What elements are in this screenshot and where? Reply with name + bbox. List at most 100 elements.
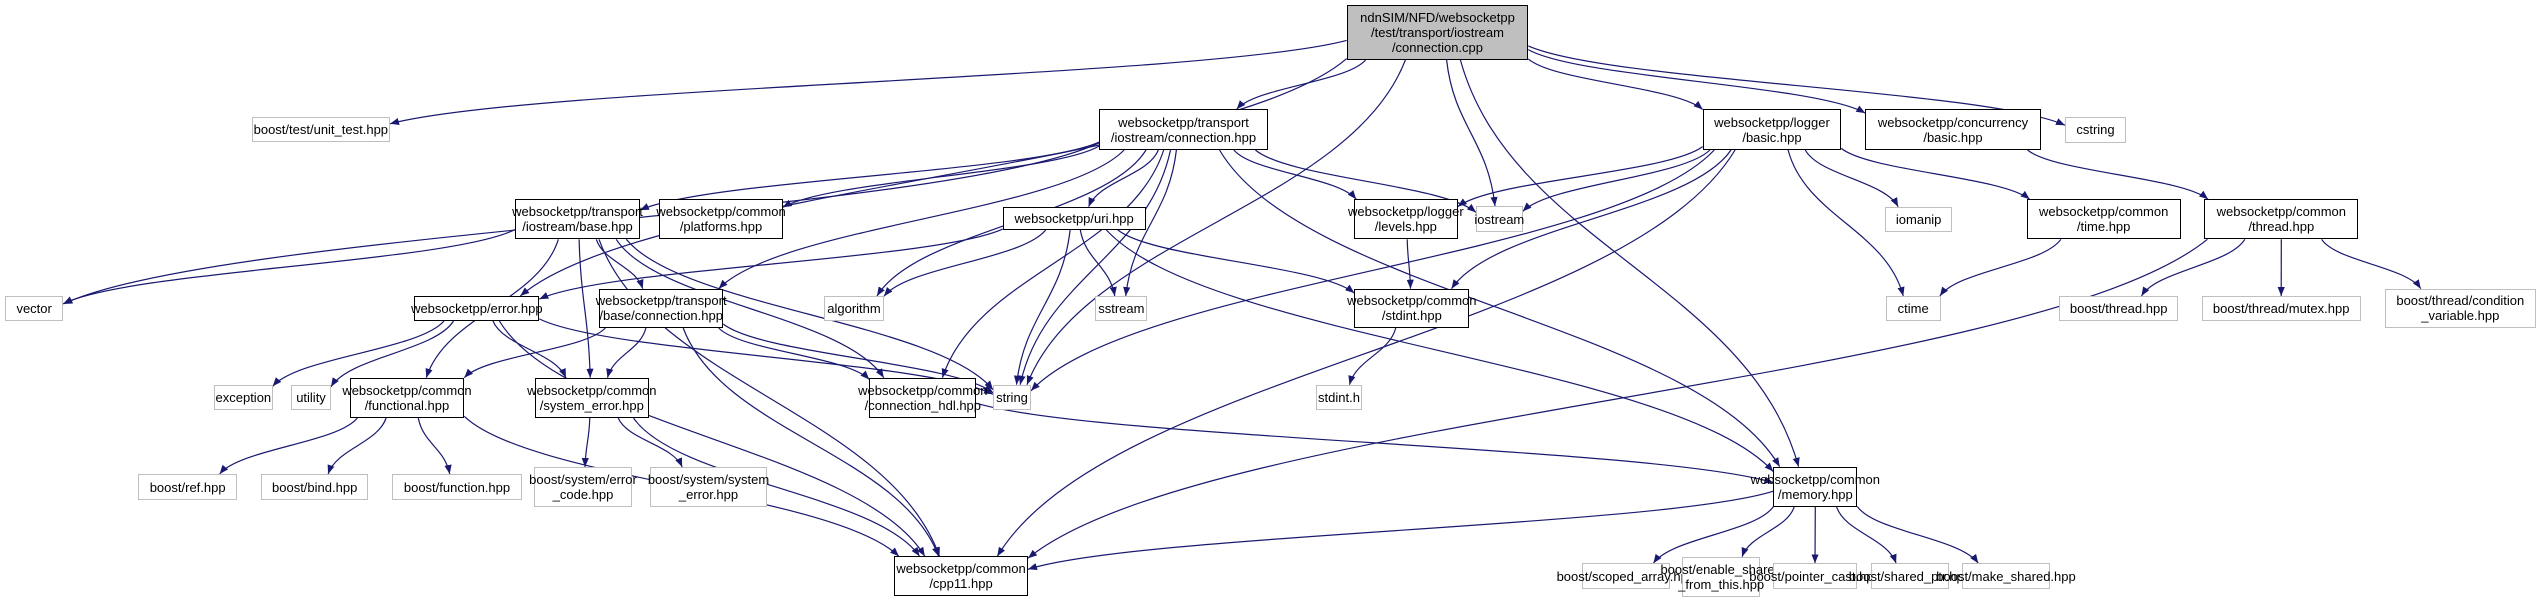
node-platforms-hpp[interactable]: websocketpp/common /platforms.hpp bbox=[656, 199, 786, 240]
node-boost-enable-shared-from-this-hpp[interactable]: boost/enable_shared _from_this.hpp bbox=[1660, 556, 1782, 597]
edge-ios_conn-to-platforms bbox=[782, 145, 1100, 208]
node-boost-test-unit-test[interactable]: boost/test/unit_test.hpp bbox=[251, 117, 390, 143]
node-utility[interactable]: utility bbox=[291, 384, 331, 411]
edge-ios_base-to-conn_hdl bbox=[615, 238, 885, 379]
edge-thread-to-boost_thread bbox=[2140, 238, 2246, 297]
edge-ios_conn-to-levels bbox=[1233, 149, 1357, 200]
edge-uri-to-string bbox=[1013, 229, 1071, 385]
node-common-functional-hpp[interactable]: websocketpp/common /functional.hpp bbox=[342, 377, 472, 418]
edge-base_conn-to-conn_hdl bbox=[718, 327, 870, 380]
edge-root-to-ios_conn bbox=[1236, 59, 1367, 110]
edge-logger_basic-to-levels bbox=[1457, 146, 1704, 208]
edge-system_error-to-cpp11 bbox=[633, 417, 921, 557]
edge-ios_conn-to-memory bbox=[1218, 149, 1781, 468]
edge-logger_basic-to-iomanip bbox=[1804, 149, 1899, 207]
edge-memory-to-shared_ptr bbox=[1836, 506, 1897, 564]
edge-logger_basic-to-string bbox=[1030, 149, 1715, 392]
edge-root-to-iostream bbox=[1446, 59, 1498, 207]
node-exception[interactable]: exception bbox=[214, 384, 273, 411]
edge-ios_conn-to-uri bbox=[1088, 149, 1159, 207]
edge-ios_base-to-system_error bbox=[578, 239, 594, 378]
node-ctime[interactable]: ctime bbox=[1885, 296, 1941, 321]
node-boost-condition-variable-hpp[interactable]: boost/thread/condition _variable.hpp bbox=[2384, 288, 2536, 328]
edge-functional-to-boost_ref bbox=[219, 417, 358, 475]
edge-root-to-string bbox=[1026, 59, 1406, 385]
node-boost-system-error-code-hpp[interactable]: boost/system/error _code.hpp bbox=[529, 467, 637, 508]
edge-logger_basic-to-cpp11 bbox=[996, 149, 1736, 557]
edge-thread-to-boost_cond bbox=[2321, 238, 2422, 290]
node-root-connection-cpp[interactable]: ndnSIM/NFD/websocketpp /test/transport/i… bbox=[1346, 5, 1529, 60]
node-boost-pointer-cast-hpp[interactable]: boost/pointer_cast.hpp bbox=[1749, 563, 1881, 590]
edge-base_conn-to-cpp11 bbox=[682, 327, 940, 557]
edge-error-to-exception bbox=[272, 320, 445, 387]
node-logger-basic-hpp[interactable]: websocketpp/logger /basic.hpp bbox=[1702, 109, 1842, 150]
edge-root-to-logger_basic bbox=[1527, 58, 1704, 110]
node-common-time-hpp[interactable]: websocketpp/common /time.hpp bbox=[2026, 199, 2181, 240]
edge-uri-to-algorithm bbox=[883, 229, 1047, 297]
edge-functional-to-boost_function bbox=[417, 417, 452, 475]
node-boost-thread-hpp[interactable]: boost/thread.hpp bbox=[2059, 296, 2178, 321]
edge-ios_base-to-vector bbox=[63, 229, 516, 305]
node-common-memory-hpp[interactable]: websocketpp/common /memory.hpp bbox=[1751, 466, 1880, 507]
edge-uri-to-error bbox=[539, 228, 1003, 300]
edge-memory-to-cpp11 bbox=[1027, 490, 1774, 571]
edge-stdint_hpp-to-stdint_h bbox=[1348, 327, 1397, 385]
node-boost-system-system-error-hpp[interactable]: boost/system/system _error.hpp bbox=[648, 467, 769, 508]
node-common-connection-hdl-hpp[interactable]: websocketpp/common /connection_hdl.hpp bbox=[858, 377, 988, 418]
node-vector[interactable]: vector bbox=[5, 296, 64, 321]
node-uri-hpp[interactable]: websocketpp/uri.hpp bbox=[1002, 206, 1146, 230]
edge-error-to-cpp11 bbox=[498, 320, 926, 557]
edge-memory-to-enable_shared bbox=[1741, 506, 1795, 557]
edge-base_conn-to-functional bbox=[463, 327, 606, 379]
node-stdint-h[interactable]: stdint.h bbox=[1316, 384, 1362, 411]
node-boost-make-shared-hpp[interactable]: boost/make_shared.hpp bbox=[1936, 563, 2076, 590]
edge-uri-to-memory bbox=[1105, 229, 1774, 473]
edge-conc_basic-to-thread bbox=[2027, 149, 2209, 200]
edge-root-to-memory bbox=[1459, 59, 1800, 467]
node-boost-bind-hpp[interactable]: boost/bind.hpp bbox=[261, 474, 368, 500]
node-string[interactable]: string bbox=[993, 384, 1031, 411]
node-common-system-error-hpp[interactable]: websocketpp/common /system_error.hpp bbox=[527, 377, 657, 418]
edge-root-to-conc_basic bbox=[1528, 49, 1866, 114]
node-boost-ref-hpp[interactable]: boost/ref.hpp bbox=[138, 474, 237, 500]
edge-logger_basic-to-iostream bbox=[1522, 149, 1711, 212]
edge-functional-to-boost_bind bbox=[327, 417, 387, 475]
edge-root-to-unit_test bbox=[389, 39, 1347, 126]
edge-levels-to-stdint_hpp bbox=[1406, 239, 1414, 289]
edge-error-to-system_error bbox=[492, 320, 567, 378]
edge-uri-to-stdint_hpp bbox=[1117, 229, 1355, 294]
edge-error-to-utility bbox=[330, 320, 455, 388]
node-algorithm[interactable]: algorithm bbox=[824, 296, 884, 321]
node-common-thread-hpp[interactable]: websocketpp/common /thread.hpp bbox=[2204, 199, 2359, 240]
edge-uri-to-sstream bbox=[1079, 229, 1117, 297]
edge-ios_conn-to-sstream bbox=[1123, 149, 1177, 297]
node-iostream[interactable]: iostream bbox=[1474, 206, 1524, 232]
node-sstream[interactable]: sstream bbox=[1095, 296, 1148, 321]
edge-logger_basic-to-time bbox=[1840, 147, 2031, 200]
edge-ios_base-to-string bbox=[625, 238, 994, 391]
edge-conn_hdl-to-memory bbox=[976, 402, 1774, 484]
node-common-stdint-hpp[interactable]: websocketpp/common /stdint.hpp bbox=[1347, 288, 1477, 328]
node-error-hpp[interactable]: websocketpp/error.hpp bbox=[411, 296, 543, 321]
node-boost-function-hpp[interactable]: boost/function.hpp bbox=[392, 474, 522, 500]
node-cstring[interactable]: cstring bbox=[2065, 116, 2126, 143]
edge-logger_basic-to-ctime bbox=[1787, 149, 1905, 297]
node-concurrency-basic-hpp[interactable]: websocketpp/concurrency /basic.hpp bbox=[1865, 109, 2041, 150]
node-boost-shared-ptr-hpp[interactable]: boost/shared_ptr.hpp bbox=[1849, 563, 1971, 590]
node-common-cpp11-hpp[interactable]: websocketpp/common /cpp11.hpp bbox=[894, 556, 1028, 597]
node-iostream-base-hpp[interactable]: websocketpp/transport /iostream/base.hpp bbox=[512, 199, 643, 240]
node-boost-scoped-array-hpp[interactable]: boost/scoped_array.hpp bbox=[1557, 563, 1695, 590]
node-iomanip[interactable]: iomanip bbox=[1885, 206, 1952, 232]
edge-memory-to-make_shared bbox=[1856, 506, 1979, 564]
edge-system_error-to-sys_system_error bbox=[617, 417, 683, 468]
node-logger-levels-hpp[interactable]: websocketpp/logger /levels.hpp bbox=[1348, 199, 1464, 240]
edge-ios_conn-to-ios_base bbox=[639, 141, 1100, 211]
node-transport-base-connection-hpp[interactable]: websocketpp/transport /base/connection.h… bbox=[596, 288, 727, 328]
edge-ios_base-to-base_conn bbox=[595, 239, 644, 289]
node-iostream-connection-hpp[interactable]: websocketpp/transport /iostream/connecti… bbox=[1099, 109, 1268, 150]
node-boost-thread-mutex-hpp[interactable]: boost/thread/mutex.hpp bbox=[2201, 296, 2361, 321]
edge-base_conn-to-system_error bbox=[606, 327, 647, 378]
edge-system_error-to-sys_error_code bbox=[581, 417, 591, 468]
